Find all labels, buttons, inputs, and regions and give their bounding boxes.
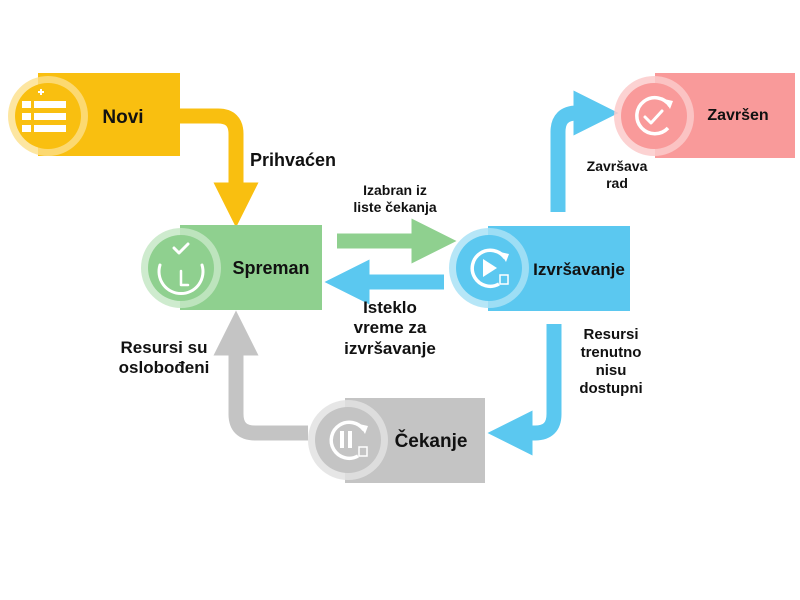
state-izvrsavanje-label: Izvršavanje [533, 260, 625, 279]
cycle-check-icon [635, 95, 673, 136]
state-novi: Novi [8, 73, 180, 156]
list-add-icon [22, 89, 66, 132]
arrow-izvrsavanje-to-zavrsen [550, 90, 619, 212]
pause-cycle-icon [329, 420, 368, 460]
label-zavrsava: Završava rad [586, 158, 648, 191]
arrow-novi-to-spreman [180, 108, 259, 228]
label-prihvacen: Prihvaćen [250, 150, 337, 170]
label-izabran: Izabran iz liste čekanja [353, 182, 437, 215]
state-spreman-label: Spreman [232, 258, 309, 278]
arrow-cekanje-to-spreman [213, 310, 308, 441]
arrow-izvrsavanje-to-cekanje [487, 324, 562, 456]
state-cekanje-label: Čekanje [395, 430, 468, 452]
play-cycle-icon [470, 248, 509, 288]
label-resursi-nisu: Resursi trenutno nisu dostupni [579, 326, 643, 397]
state-novi-label: Novi [102, 107, 143, 128]
clock-check-icon [157, 242, 205, 296]
state-cekanje: Čekanje [308, 398, 485, 483]
label-isteklo: Isteklo vreme za izvršavanje [344, 298, 436, 358]
state-izvrsavanje: Izvršavanje [449, 226, 630, 311]
label-resursi-oslobodjeni: Resursi su oslobođeni [118, 338, 210, 378]
state-spreman: Spreman [141, 225, 322, 310]
state-zavrsen-label: Završen [707, 107, 768, 124]
state-zavrsen: Završen [614, 73, 795, 158]
